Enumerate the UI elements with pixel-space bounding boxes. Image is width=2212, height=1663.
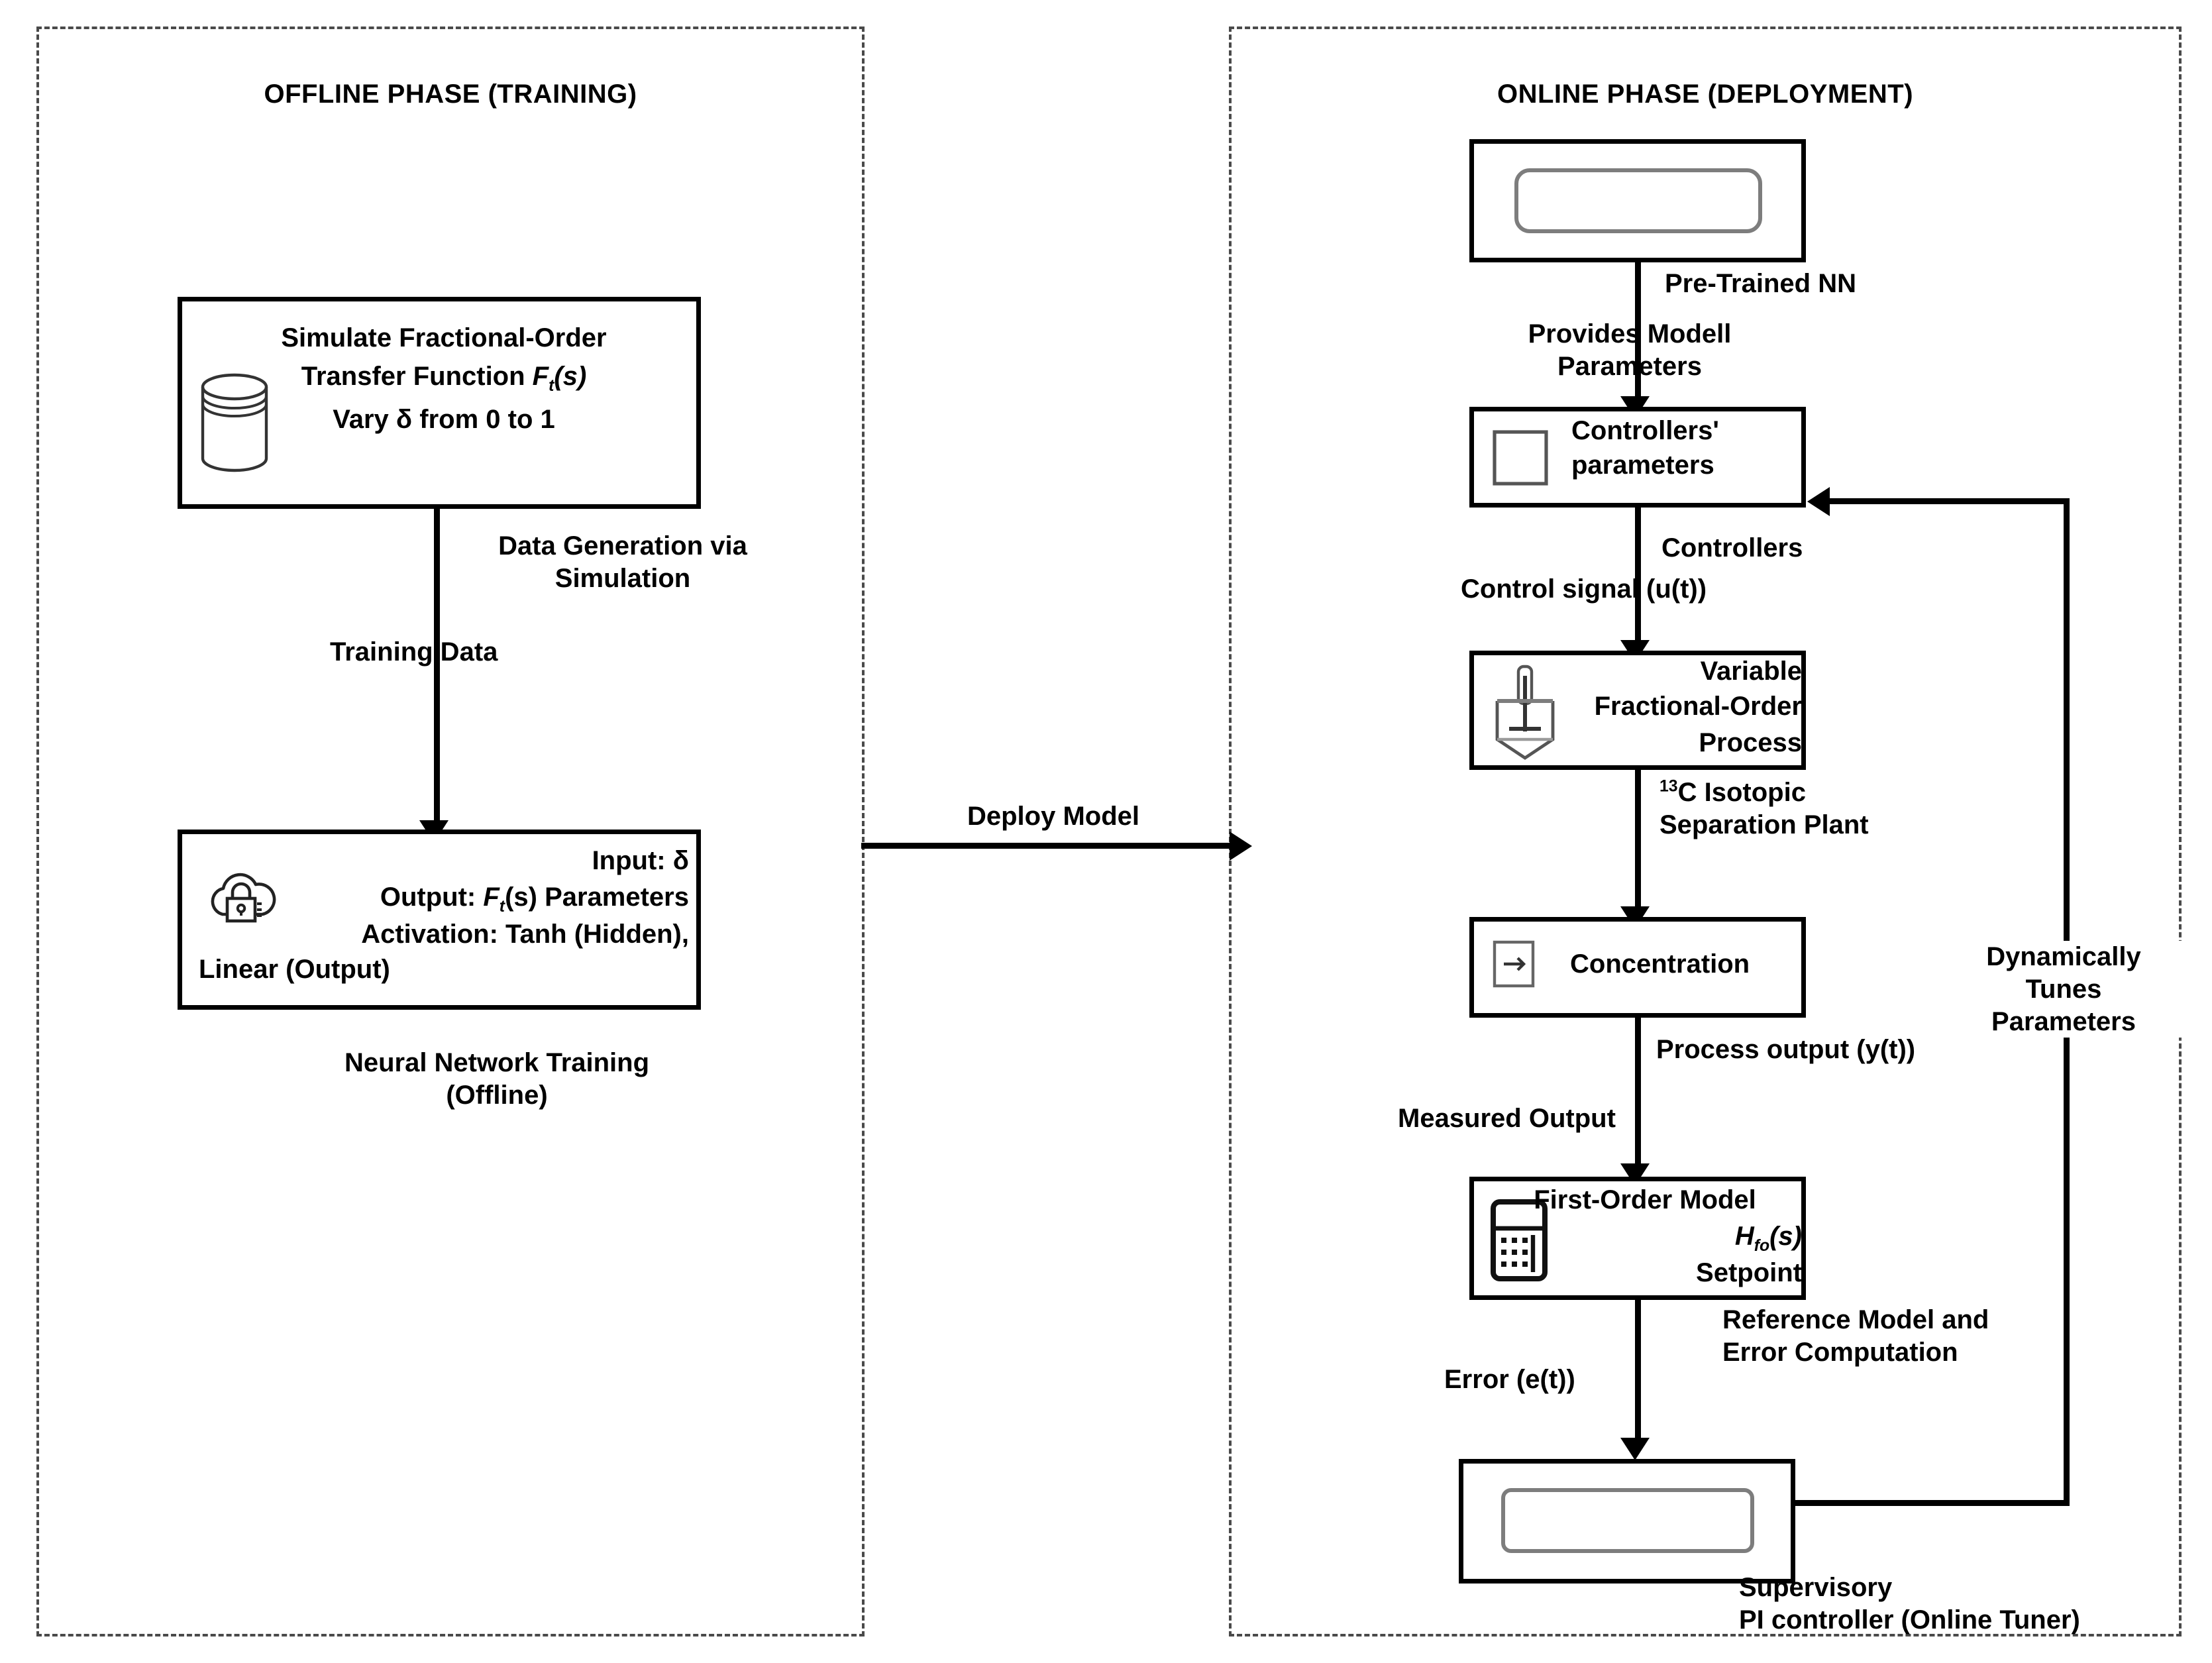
simulate-box-line2: Transfer Function Ft(s) [199,361,689,396]
process-box-line1: Variable [1700,657,1802,686]
edge-feedback-arrowhead [1807,487,1830,516]
label-error: Error (e(t)) [1444,1365,1575,1394]
concentration-label: Concentration [1570,949,1750,979]
edge-pretrained-to-controllers [1635,262,1641,403]
database-cylinder-icon [199,372,270,473]
offline-phase-panel [36,27,865,1636]
first-order-box-setpoint: Setpoint [1696,1258,1802,1287]
edge-deploy-model-arrowhead [1230,832,1252,861]
simulate-box-line2-pre: Transfer Function [301,362,533,391]
nn-box-line2: Output: Ft(s) Parameters [199,882,689,916]
offline-phase-title: OFFLINE PHASE (TRAINING) [264,80,637,109]
label-reference-model-error: Reference Model and Error Computation [1722,1305,1989,1367]
edge-deploy-model [861,843,1234,849]
hfo-subscript: fo [1754,1237,1770,1255]
edge-feedback-bottom [1793,1500,2070,1506]
rounded-panel-icon [1514,168,1763,234]
label-isotopic-separation-plant: 13C Isotopic Separation Plant [1659,777,2030,841]
label-pretrained-nn: Pre-Trained NN [1665,269,1856,298]
controllers-box-line1: Controllers' [1571,416,1719,445]
label-dynamically-tunes-parameters: Dynamically Tunes Parameters [1908,941,2212,1038]
simulate-fractional-order-box[interactable] [178,297,701,509]
nn-box-line4: Linear (Output) [199,955,390,984]
edge-firstorder-to-supervisory-arrowhead [1620,1438,1650,1460]
process-box-line3: Process [1699,728,1802,757]
cloud-lock-icon [204,867,278,932]
square-outline-icon [1492,429,1549,486]
nn-box-line3: Activation: Tanh (Hidden), [361,920,689,949]
first-order-box-transfer-function: Hfo(s) [1544,1221,1802,1256]
hfo-symbol: H [1734,1222,1754,1251]
nn-transfer-function-arg: (s) Parameters [505,883,689,912]
edge-process-to-concentration [1635,770,1641,913]
label-controllers: Controllers [1661,533,1803,563]
label-process-output: Process output (y(t)) [1656,1035,1916,1064]
label-measured-output: Measured Output [1398,1104,1616,1133]
transfer-function-arg: (s) [554,362,587,391]
rounded-panel-icon-2 [1501,1487,1755,1554]
neural-network-box[interactable] [178,830,701,1010]
label-deploy-model: Deploy Model [967,802,1140,831]
transfer-function-symbol: F [532,362,549,391]
isotope-rest: C Isotopic Separation Plant [1659,778,1869,839]
nn-box-line1: Input: δ [592,846,689,875]
online-phase-title: ONLINE PHASE (DEPLOYMENT) [1497,80,1914,109]
label-data-generation: Data Generation via Simulation [498,531,747,593]
nn-output-prefix: Output: [380,883,484,912]
controllers-box-line2: parameters [1571,451,1714,480]
arrow-right-box-icon [1492,939,1536,989]
edge-controllers-to-process [1635,508,1641,647]
label-control-signal: Control signal (u(t)) [1461,574,1707,604]
supervisory-caption: Supervisory PI controller (Online Tuner) [1739,1573,2080,1635]
simulate-box-line1: Simulate Fractional-Order [281,323,607,352]
nn-transfer-function-symbol: F [483,883,500,912]
plunger-vessel-icon [1491,663,1559,762]
edge-feedback-top [1830,498,2068,504]
label-training-data: Training Data [330,637,498,667]
edge-firstorder-to-supervisory [1635,1300,1641,1444]
calculator-icon [1489,1199,1549,1281]
edge-simulate-to-nn [434,509,440,827]
hfo-arg: (s) [1769,1222,1802,1251]
transfer-function-subscript: t [549,377,554,395]
first-order-box-line1: First-Order Model [1534,1185,1756,1214]
concentration-box[interactable] [1469,917,1806,1018]
isotope-superscript: 13 [1659,777,1678,796]
label-provides-model-parameters: Provides Modell Parameters [1528,319,1732,381]
edge-concentration-to-firstorder [1635,1018,1641,1170]
nn-transfer-function-subscript: t [499,898,505,916]
process-box-line2: Fractional-Order [1594,692,1802,721]
nn-training-caption: Neural Network Training (Offline) [344,1048,650,1110]
simulate-box-line3: Vary δ from 0 to 1 [333,405,555,434]
